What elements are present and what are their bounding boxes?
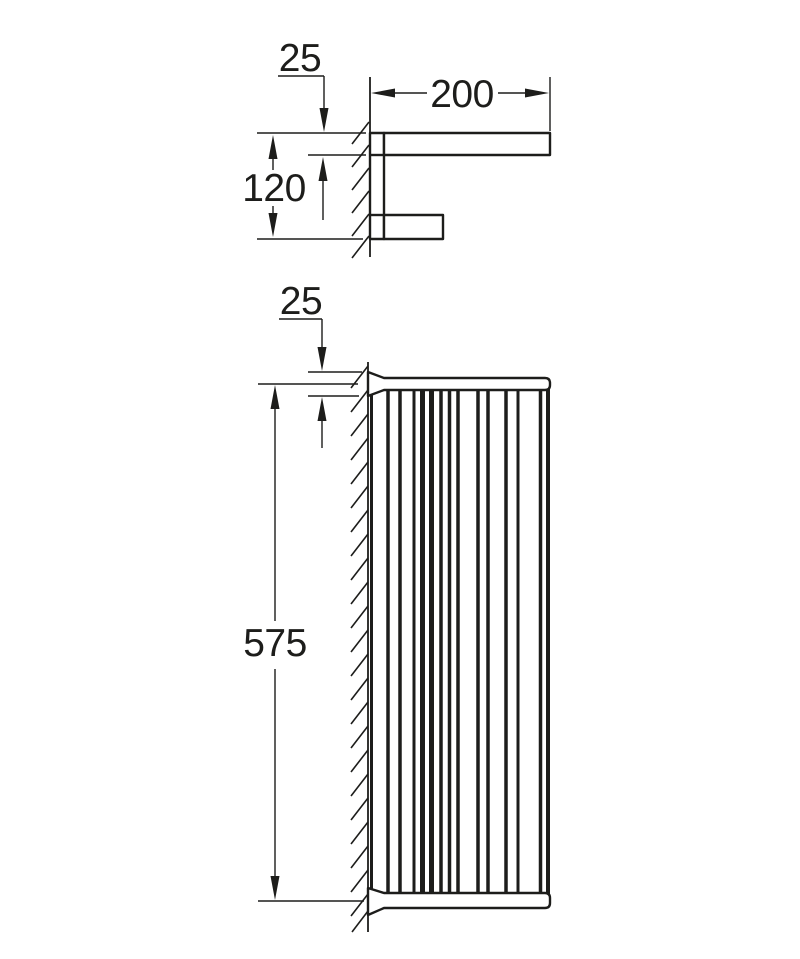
dim-arrowhead-down xyxy=(270,876,280,900)
dim-arrowhead-up xyxy=(270,385,280,409)
front-view: 25 575 xyxy=(243,280,552,933)
dim-arrowhead-up xyxy=(317,397,327,421)
side-dim-wall-offset: 25 xyxy=(257,37,366,220)
lower-bracket xyxy=(382,213,445,241)
front-dim-wall-offset: 25 xyxy=(279,280,362,448)
dim-arrowhead-down xyxy=(317,347,327,371)
shelf-arm xyxy=(382,131,552,157)
bottom-rail xyxy=(366,886,552,917)
front-dim-wall-offset-label: 25 xyxy=(280,280,322,323)
dim-arrowhead-up xyxy=(318,157,328,181)
dim-arrowhead-right xyxy=(525,88,549,98)
wall-hatching xyxy=(351,121,370,259)
basket-wires xyxy=(370,386,550,896)
top-rail xyxy=(366,370,552,398)
dim-arrowhead-down xyxy=(319,108,329,132)
front-dim-height-label: 575 xyxy=(243,622,307,665)
wall-hatching xyxy=(350,365,369,933)
side-dim-depth-label: 200 xyxy=(430,73,494,116)
side-dim-depth: 200 xyxy=(371,73,551,131)
dim-arrowhead-left xyxy=(371,88,395,98)
side-dim-height: 120 xyxy=(242,135,363,240)
dim-arrowhead-down xyxy=(268,213,278,237)
side-dim-wall-offset-label: 25 xyxy=(279,37,321,80)
side-dim-height-label: 120 xyxy=(242,167,306,210)
mounting-plate xyxy=(368,131,386,241)
side-view: 25 200 120 xyxy=(242,37,552,259)
front-dim-height: 575 xyxy=(243,383,364,902)
dim-arrowhead-up xyxy=(268,135,278,159)
